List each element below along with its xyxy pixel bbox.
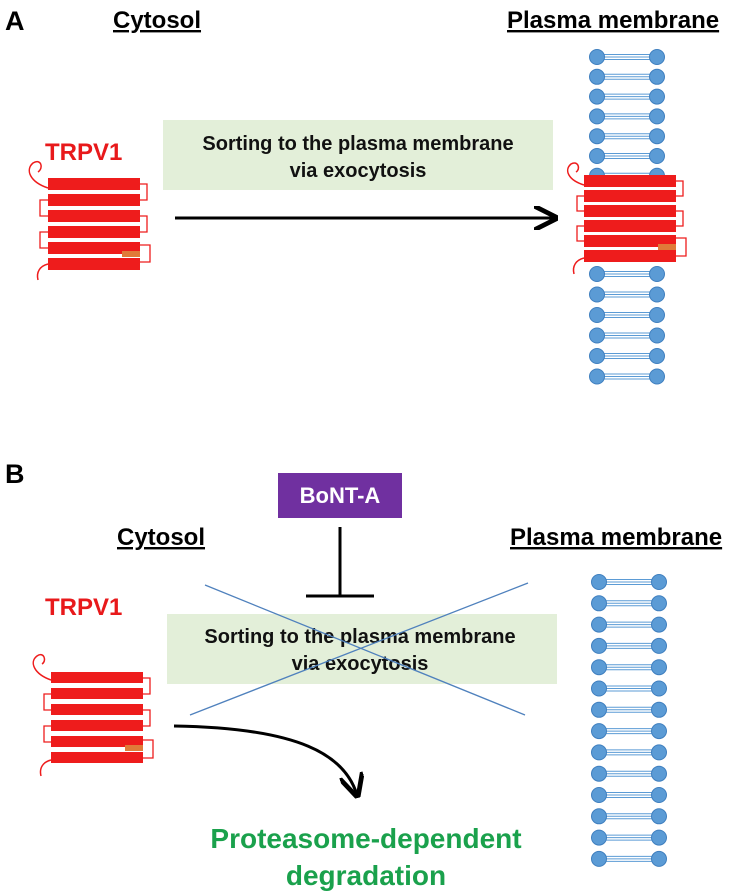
phospholipid <box>589 68 665 85</box>
panel-a-membrane-trpv1 <box>567 162 687 275</box>
phospholipid <box>591 595 667 612</box>
panel-b-cytosol-heading: Cytosol <box>117 524 205 551</box>
panel-a-letter: A <box>5 6 25 36</box>
cross-line-1 <box>204 584 526 716</box>
panel-a-membrane <box>589 49 665 385</box>
phospholipid <box>589 148 665 164</box>
phospholipid <box>591 808 667 825</box>
panel-b-membrane-heading: Plasma membrane <box>510 524 722 551</box>
panel-b-trpv1-protein <box>32 653 154 777</box>
phospholipid <box>591 637 667 654</box>
phospholipid <box>589 49 665 65</box>
phospholipid <box>591 787 667 803</box>
phospholipid <box>591 574 667 590</box>
phospholipid <box>591 616 667 633</box>
phospholipid <box>589 108 665 125</box>
phospholipid <box>591 744 667 761</box>
outcome-line1: Proteasome-dependent <box>210 823 521 854</box>
panel-b-process-line2: via exocytosis <box>292 653 429 675</box>
phospholipid <box>589 348 665 364</box>
panel-a-process-box <box>163 120 553 190</box>
panel-a-trpv1-label: TRPV1 <box>45 139 122 166</box>
phospholipid <box>591 829 667 846</box>
outcome-line2: degradation <box>286 860 446 891</box>
phospholipid <box>591 765 667 782</box>
phospholipid <box>589 128 665 145</box>
phospholipid <box>591 850 667 867</box>
bont-a-box <box>278 473 402 518</box>
degradation-arrow <box>173 724 357 795</box>
panel-b-membrane <box>591 574 667 867</box>
phospholipid <box>589 368 665 385</box>
panel-b-trpv1-label: TRPV1 <box>45 594 122 621</box>
panel-a-membrane-heading: Plasma membrane <box>507 7 719 34</box>
phospholipid <box>591 723 667 740</box>
phospholipid <box>589 266 665 282</box>
panel-a-process-line1: Sorting to the plasma membrane <box>202 133 513 155</box>
phospholipid <box>589 286 665 303</box>
panel-a-process-line2: via exocytosis <box>290 160 427 182</box>
phospholipid <box>591 659 667 676</box>
panel-b: B BoNT-A Cytosol Plasma membrane TRPV1 S… <box>5 459 722 891</box>
phospholipid <box>589 88 665 105</box>
phospholipid <box>591 680 667 697</box>
panel-b-process-line1: Sorting to the plasma membrane <box>204 626 515 648</box>
phospholipid <box>589 327 665 344</box>
cross-line-2 <box>189 582 529 716</box>
panel-a-cytosol-heading: Cytosol <box>113 7 201 34</box>
panel-b-letter: B <box>5 459 25 489</box>
phospholipid <box>589 307 665 323</box>
phospholipid <box>591 701 667 718</box>
bont-a-label: BoNT-A <box>300 483 381 508</box>
panel-a: A Cytosol Plasma membrane TRPV1 Sorting … <box>5 6 719 385</box>
panel-a-trpv1-protein <box>28 160 151 281</box>
